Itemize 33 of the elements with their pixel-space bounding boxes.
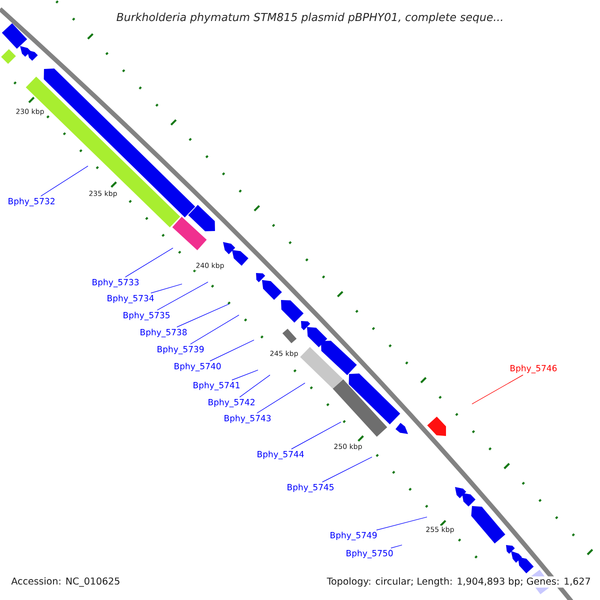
leader-line <box>256 382 306 414</box>
leader-line <box>150 284 182 294</box>
gene-label: Bphy_5744 <box>258 450 304 460</box>
leader-line <box>156 282 208 310</box>
leader-line <box>210 340 254 362</box>
leader-line <box>390 544 402 548</box>
gene-label: Bphy_5746 <box>510 364 557 374</box>
gene-label: Bphy_5735 <box>124 312 170 320</box>
leader-line <box>239 374 270 398</box>
gene-label: Bphy_5750 <box>346 550 393 558</box>
gene-label: Bphy_5739 <box>158 346 204 354</box>
leader-line <box>40 166 88 196</box>
title: Burkholderia phymatum STM815 plasmid pBPHY01, complete seque... <box>116 12 502 24</box>
leader-line <box>376 516 428 530</box>
leader-line <box>232 370 258 380</box>
gene-label: Bphy_5745 <box>288 484 334 492</box>
gene-label: Bphy_5742 <box>208 398 254 408</box>
gene-label: Bphy_5734 <box>108 294 154 304</box>
footer-text: Topology: circular; Length: 1,904,893 bp; Genes: 1,627 <box>326 576 592 588</box>
footer-text: Accession: NC_010625 <box>10 576 122 588</box>
leader-line <box>472 374 524 404</box>
gene-label: Bphy_5749 <box>330 532 377 540</box>
leader-line <box>322 456 372 482</box>
gene-label: Bphy_5738 <box>140 328 187 338</box>
gene-label: Bphy_5743 <box>224 414 271 424</box>
gene-label: Bphy_5740 <box>174 362 221 372</box>
leader-line <box>190 314 240 344</box>
leader-line <box>176 304 230 328</box>
gene-label: Bphy_5741 <box>194 382 240 390</box>
leader-line <box>124 248 174 278</box>
leader-line <box>291 422 342 450</box>
gene-label: Bphy_5733 <box>92 278 139 288</box>
gene-label: Bphy_5732 <box>8 198 54 206</box>
